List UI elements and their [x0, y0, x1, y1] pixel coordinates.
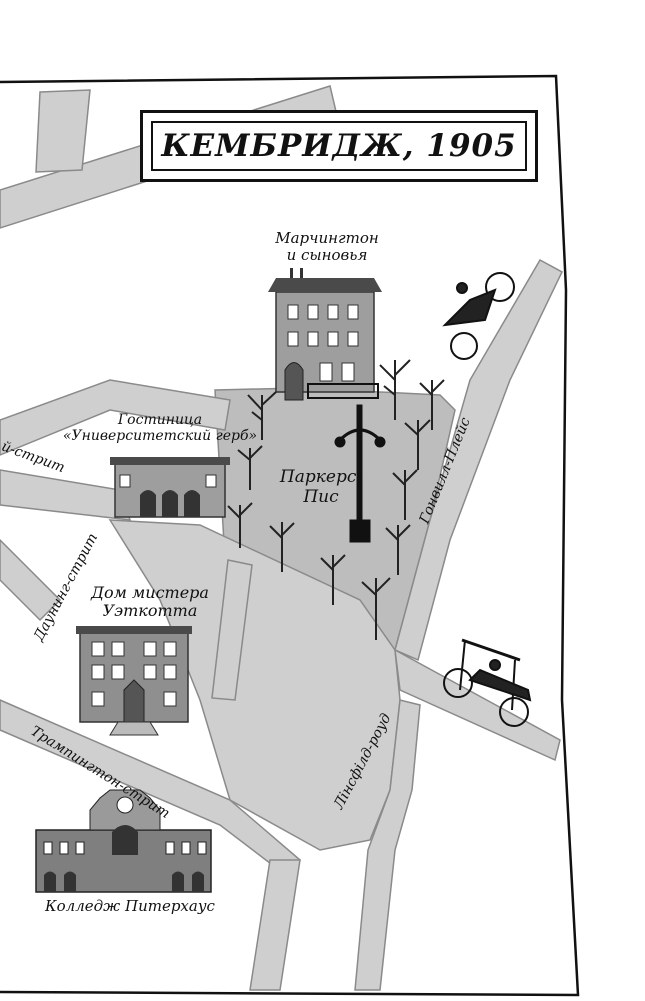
label-hotel-line2: «Университетский герб» — [62, 428, 258, 445]
tree-icon — [404, 419, 431, 470]
trees — [227, 359, 445, 640]
label-wetcott-line2: Уэткотта — [102, 601, 198, 621]
tree-icon — [419, 379, 445, 430]
tree-icon — [237, 445, 263, 490]
label-park-line2: Пис — [303, 486, 339, 507]
label-peterhouse-text: Колледж Питерхаус — [45, 897, 215, 915]
road-lensfield — [354, 699, 421, 991]
building-hotel — [110, 457, 230, 518]
road-regent-street — [0, 379, 231, 456]
label-hotel: Гостиница «Университетский герб» — [55, 412, 265, 444]
road-regent-lower — [0, 469, 132, 521]
road-bottom — [249, 859, 301, 991]
label-wetcott-line1: Дом мистера — [91, 583, 209, 602]
road-gonville-place — [394, 258, 563, 662]
tree-icon — [247, 391, 277, 440]
lamppost-icon — [334, 404, 386, 543]
tree-icon — [379, 359, 411, 420]
tree-icon — [361, 577, 391, 640]
label-park: Паркерс- Пис — [276, 467, 366, 507]
building-wetcott — [76, 626, 192, 736]
road-left-vertical — [211, 559, 253, 701]
label-peterhouse: Колледж Питерхаус — [30, 897, 230, 915]
label-marchington: Марчингтон и сыновья — [262, 229, 392, 265]
label-marchington-line2: и сыновья — [286, 246, 368, 265]
label-park-line1: Паркерс- — [279, 467, 363, 487]
tree-icon — [269, 522, 295, 572]
tree-icon — [392, 469, 418, 520]
car-icon — [442, 272, 515, 360]
tree-icon — [385, 524, 411, 575]
car-icon — [443, 638, 532, 727]
road-top-left — [35, 89, 91, 173]
building-peterhouse — [35, 789, 212, 893]
label-marchington-line1: Марчингтон — [275, 229, 379, 247]
tree-icon — [227, 502, 253, 548]
map-title-inner: КЕМБРИДЖ, 1905 — [151, 121, 527, 171]
map-title: КЕМБРИДЖ, 1905 — [161, 128, 517, 164]
tree-icon — [320, 554, 346, 605]
building-marchington — [268, 268, 382, 401]
road-right-east — [394, 648, 561, 762]
roads — [0, 85, 563, 991]
road-downing — [0, 538, 62, 622]
map-title-frame: КЕМБРИДЖ, 1905 — [140, 110, 538, 182]
label-hotel-line1: Гостиница — [117, 412, 203, 428]
label-wetcott: Дом мистера Уэткотта — [80, 583, 220, 621]
